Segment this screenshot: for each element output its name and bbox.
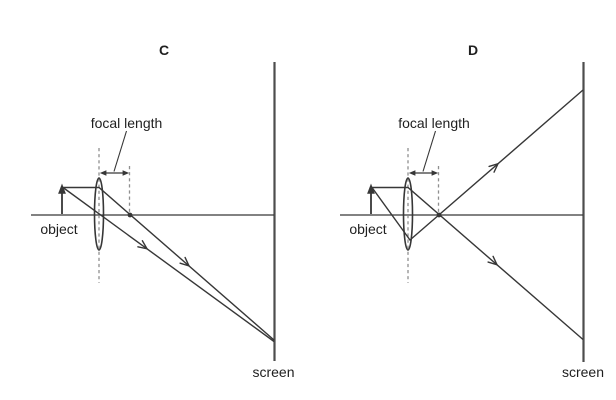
object-label: object (349, 221, 386, 237)
diagram-c: C focal length object (31, 42, 295, 380)
focal-length-double-arrow (99, 170, 130, 176)
arrow-up-icon (58, 183, 66, 194)
ray-arrowhead-icon (137, 240, 149, 250)
focal-length-double-arrow (408, 170, 439, 176)
ray-arrowhead-icon (179, 256, 191, 268)
object-arrow (367, 183, 375, 214)
focal-length-label: focal length (398, 115, 470, 131)
arrow-right-icon (431, 170, 439, 176)
ray-through-lens-centre (62, 186, 275, 343)
lens (402, 177, 414, 251)
diagram-c-title: C (159, 42, 169, 58)
focal-length-leader-line (422, 130, 437, 172)
ray-parallel-then-through-focus (372, 186, 584, 341)
diagram-d: D focal length object (340, 42, 604, 380)
arrow-up-icon (367, 183, 375, 194)
arrow-left-icon (408, 170, 416, 176)
ray-arrowhead-icon (487, 255, 499, 266)
arrow-left-icon (99, 170, 107, 176)
ray-to-lens-bottom-refracted-up (371, 89, 584, 242)
object-arrow (58, 183, 66, 214)
focal-length-leader-line (113, 130, 128, 172)
focal-length-label: focal length (91, 115, 163, 131)
object-label: object (40, 221, 77, 237)
diagram-d-title: D (468, 42, 478, 58)
screen-label: screen (252, 364, 294, 380)
ray-parallel-then-through-focus (63, 186, 275, 341)
lens (93, 177, 105, 251)
arrow-right-icon (122, 170, 130, 176)
ray-arrowhead-icon (488, 162, 500, 173)
screen-label: screen (562, 364, 604, 380)
